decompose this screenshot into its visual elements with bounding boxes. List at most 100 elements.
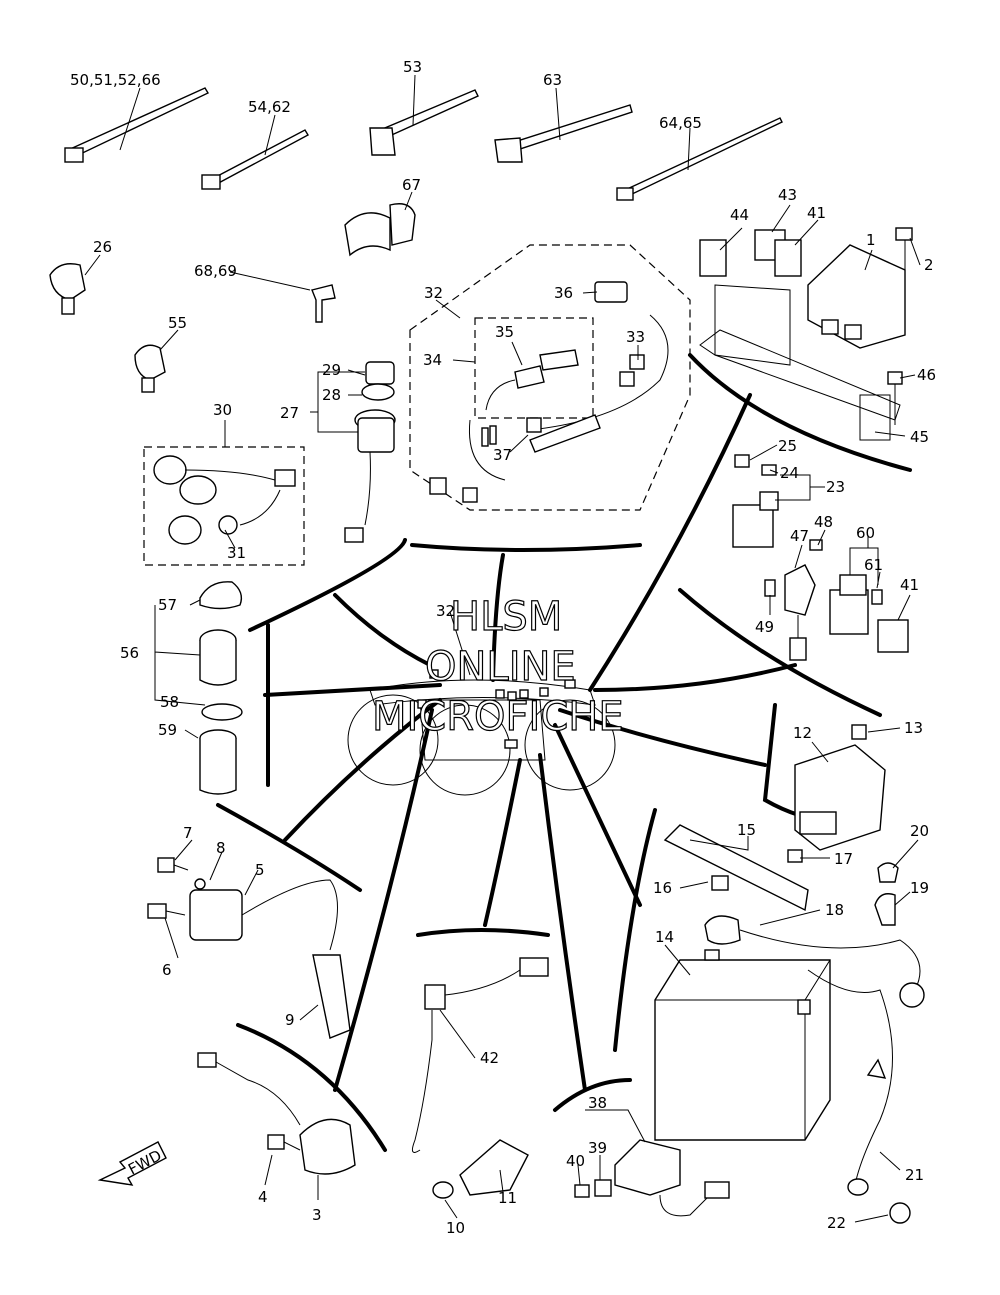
harness-detail-parts <box>429 281 669 503</box>
callout-33: 33 <box>626 328 645 346</box>
callout-56: 56 <box>120 644 139 662</box>
callout-19: 19 <box>910 879 929 897</box>
callout-30: 30 <box>213 401 232 419</box>
socket-56 <box>199 581 243 795</box>
callout-50-51-52-66: 50,51,52,66 <box>70 71 161 89</box>
callout-6: 6 <box>162 961 172 979</box>
battery-band-15 <box>663 824 809 912</box>
callout-58: 58 <box>160 693 179 711</box>
callout-39: 39 <box>588 1139 607 1157</box>
callout-1: 1 <box>866 231 876 249</box>
watermark: HLSM ONLINE MICROFICHE <box>371 593 624 740</box>
key-68 <box>311 284 336 323</box>
callout-25: 25 <box>778 437 797 455</box>
callout-7: 7 <box>183 824 193 842</box>
callout-46: 46 <box>917 366 936 384</box>
callout-64-65: 64,65 <box>659 114 702 132</box>
callout-57: 57 <box>158 596 177 614</box>
watermark-line-1: HLSM <box>450 594 562 640</box>
rectifier-12 <box>794 724 886 851</box>
watermark-line-2: ONLINE <box>425 644 576 690</box>
callout-2: 2 <box>924 256 934 274</box>
callout-41-right: 41 <box>900 576 919 594</box>
harness-detail-box <box>409 244 691 511</box>
callout-5: 5 <box>255 861 265 879</box>
cdi-assembly <box>699 227 913 441</box>
relay-38 <box>574 1139 730 1217</box>
main-switch-group <box>344 361 396 543</box>
callout-53: 53 <box>403 58 422 76</box>
callout-38: 38 <box>588 1094 607 1112</box>
relay-23 <box>732 454 779 548</box>
callout-13: 13 <box>904 719 923 737</box>
callout-67: 67 <box>402 176 421 194</box>
callout-42: 42 <box>480 1049 499 1067</box>
callout-45: 45 <box>910 428 929 446</box>
callout-24: 24 <box>780 464 799 482</box>
callout-32-center: 32 <box>436 602 455 620</box>
sensor-3 <box>197 1052 356 1175</box>
callout-14: 14 <box>655 928 674 946</box>
callout-22: 22 <box>827 1214 846 1232</box>
callout-4: 4 <box>258 1188 268 1206</box>
callout-35: 35 <box>495 323 514 341</box>
watermark-line-3: MICROFICHE <box>372 694 624 740</box>
callout-11: 11 <box>498 1189 517 1207</box>
callout-43: 43 <box>778 186 797 204</box>
callout-47: 47 <box>790 527 809 545</box>
harness-branches <box>216 353 912 1152</box>
callout-49: 49 <box>755 618 774 636</box>
bulb-sockets-30 <box>153 455 296 545</box>
callout-40: 40 <box>566 1152 585 1170</box>
cable-tie-63 <box>494 104 633 163</box>
clamp-67 <box>344 203 416 257</box>
cable-tie-53 <box>369 89 479 156</box>
cable-tie-64 <box>616 117 783 201</box>
callout-21: 21 <box>905 1166 924 1184</box>
callout-37: 37 <box>493 446 512 464</box>
callout-54-62: 54,62 <box>248 98 291 116</box>
callout-17: 17 <box>834 850 853 868</box>
callout-15: 15 <box>737 821 756 839</box>
callout-68-69: 68,69 <box>194 262 237 280</box>
battery-cable-21 <box>807 969 911 1224</box>
callout-27: 27 <box>280 404 299 422</box>
callout-16: 16 <box>653 879 672 897</box>
callout-20: 20 <box>910 822 929 840</box>
battery-cable-18 <box>704 915 925 1008</box>
callout-61: 61 <box>864 556 883 574</box>
callout-60: 60 <box>856 524 875 542</box>
callout-labels: 50,51,52,66 54,62 53 6 3 64,65 67 26 68,6… <box>70 58 936 1237</box>
callout-9: 9 <box>285 1011 295 1029</box>
callout-8: 8 <box>216 839 226 857</box>
ignition-coil-5 <box>147 857 351 1039</box>
central-harness <box>347 669 616 796</box>
relays-47-61 <box>764 539 909 661</box>
callout-28: 28 <box>322 386 341 404</box>
leader-lines <box>84 74 921 1223</box>
callout-12: 12 <box>793 724 812 742</box>
callout-44: 44 <box>730 206 749 224</box>
callout-34: 34 <box>423 351 442 369</box>
group-30-box <box>143 446 305 566</box>
cable-tie-50 <box>64 87 209 163</box>
callout-36: 36 <box>554 284 573 302</box>
callout-3: 3 <box>312 1206 322 1224</box>
callout-10: 10 <box>446 1219 465 1237</box>
callout-32: 32 <box>424 284 443 302</box>
clamp-26 <box>49 263 86 315</box>
callout-31: 31 <box>227 544 246 562</box>
cable-tie-54 <box>201 129 309 190</box>
clamp-55 <box>134 344 166 393</box>
switch-42 <box>411 957 549 1153</box>
callout-26: 26 <box>93 238 112 256</box>
callout-41-top: 41 <box>807 204 826 222</box>
callout-55: 55 <box>168 314 187 332</box>
switch-11 <box>432 1139 529 1199</box>
callout-29: 29 <box>322 361 341 379</box>
battery-14 <box>654 949 831 1141</box>
callout-59: 59 <box>158 721 177 739</box>
callout-48: 48 <box>814 513 833 531</box>
callout-18: 18 <box>825 901 844 919</box>
